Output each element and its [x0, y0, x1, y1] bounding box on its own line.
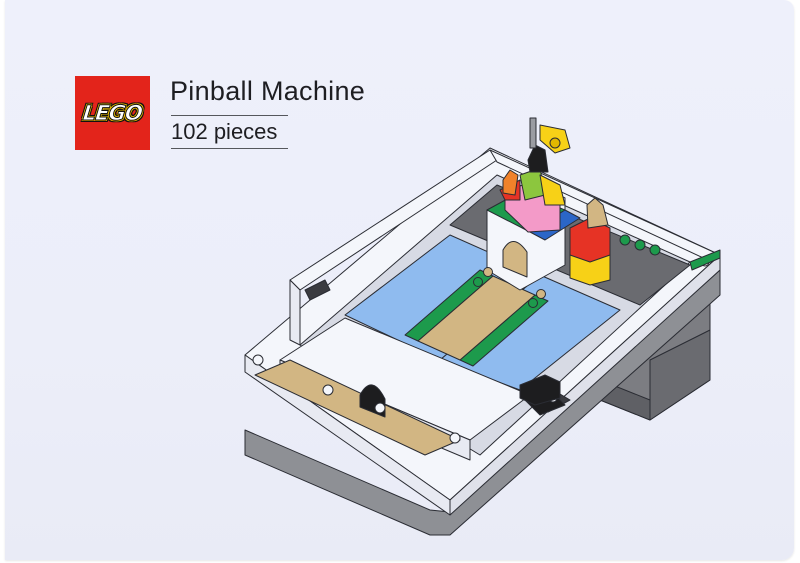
title-underline [171, 115, 288, 117]
lego-logo: LEGO [75, 76, 150, 150]
piece-count-underline [171, 148, 288, 150]
black-cone [527, 144, 549, 173]
tan-path [417, 275, 536, 361]
product-title: Pinball Machine [170, 76, 366, 106]
piece-count: 102 pieces [171, 119, 278, 144]
gray-bar [529, 117, 537, 149]
base-underside [244, 269, 721, 536]
tan-cone [586, 197, 609, 229]
